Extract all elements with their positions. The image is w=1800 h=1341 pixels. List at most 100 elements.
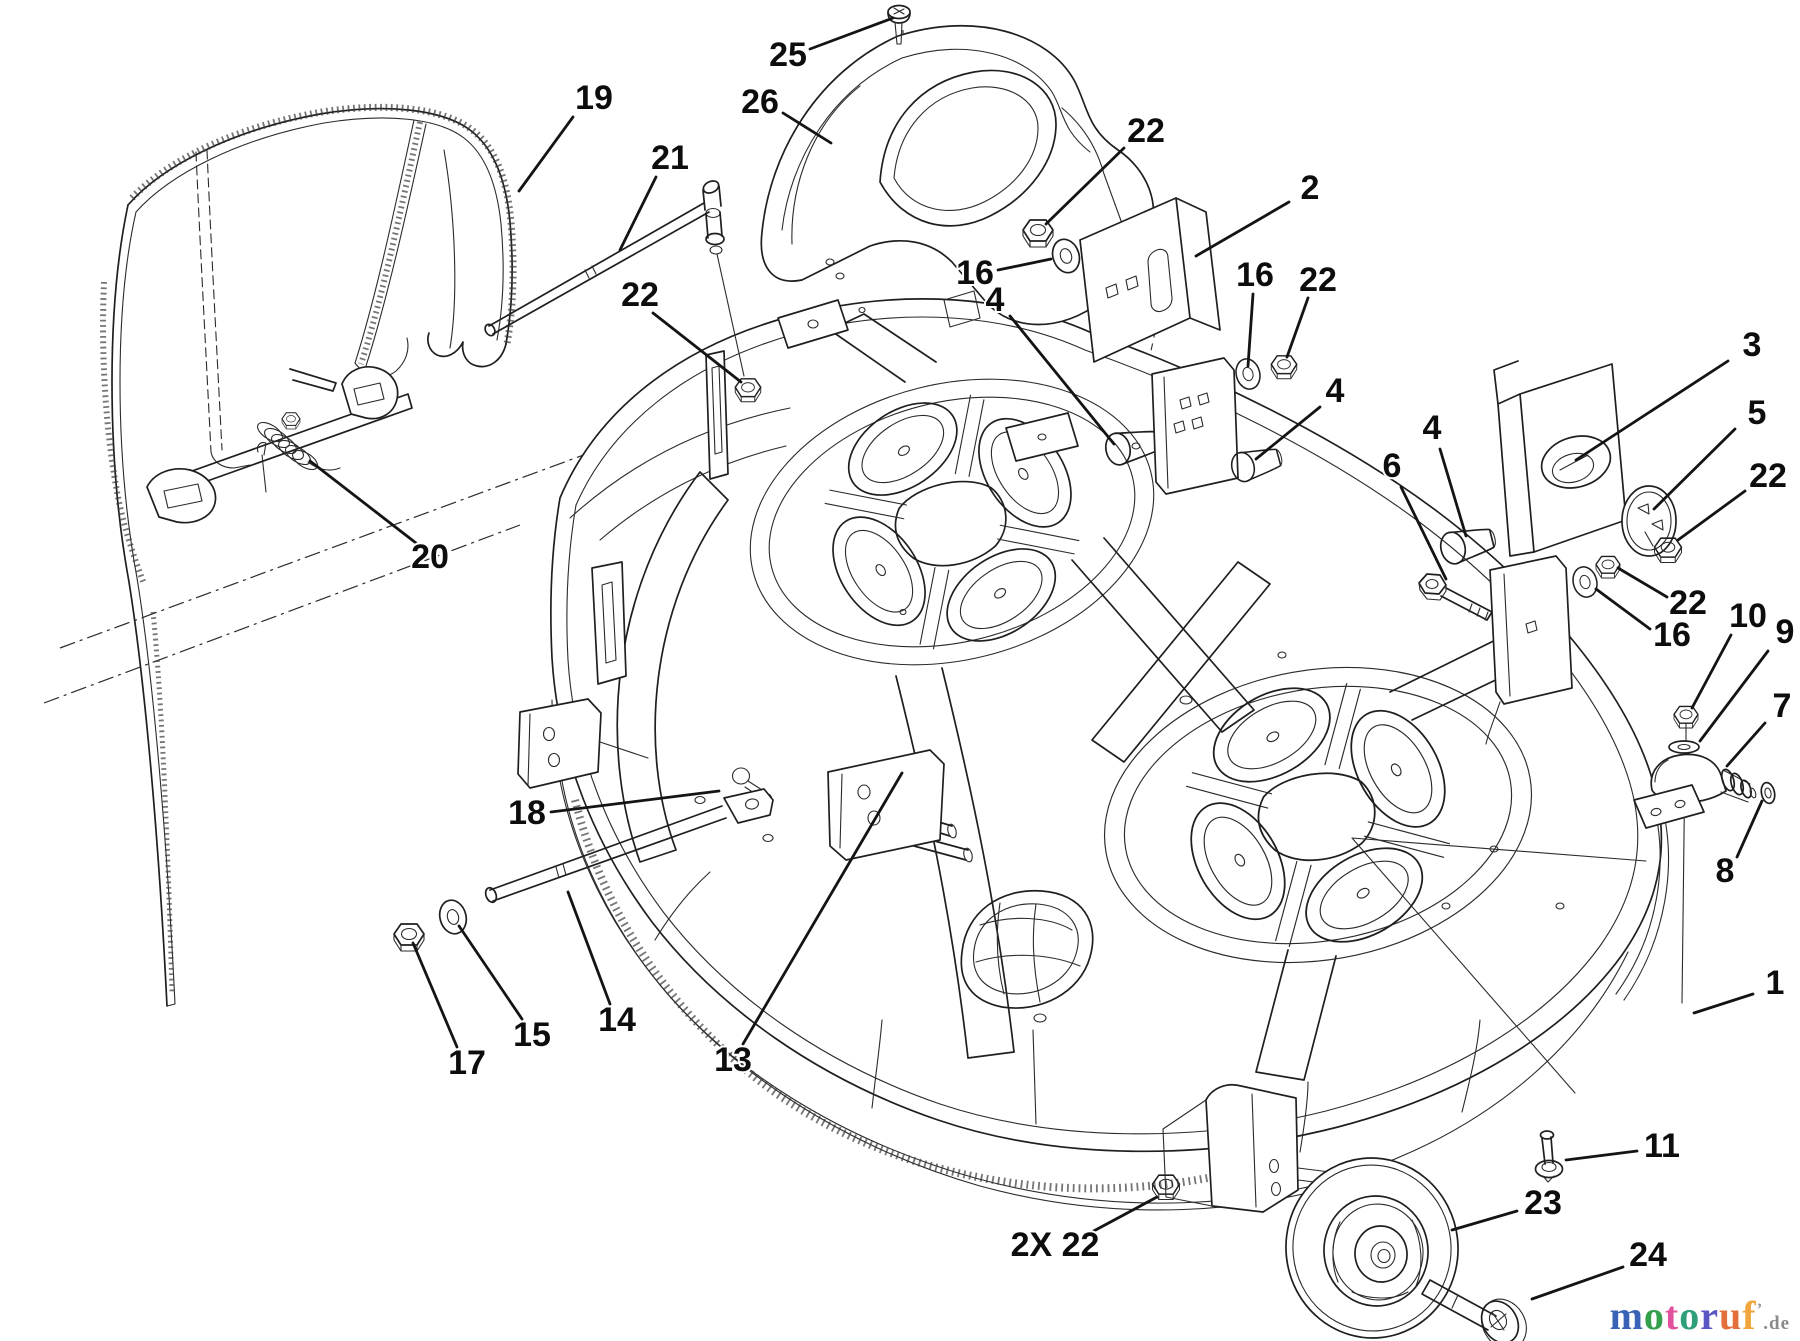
leader-line-28 xyxy=(1088,1195,1159,1235)
leader-line-24 xyxy=(1692,992,1755,1015)
deck-rolled-edge-hatch xyxy=(571,799,1219,1193)
watermark-letter-6: f xyxy=(1742,1293,1757,1338)
leader-line-9 xyxy=(1008,314,1116,446)
callout-22-6: 22 xyxy=(1127,112,1165,150)
pivot-spring-assembly-part20 xyxy=(146,366,413,524)
watermark-mark: ’ xyxy=(1756,1299,1764,1319)
leader-line-32 xyxy=(411,941,459,1049)
leader-line-15 xyxy=(1676,489,1747,542)
nut-22-b xyxy=(1270,355,1298,380)
callout-9-21: 9 xyxy=(1776,613,1795,651)
washer-part9 xyxy=(1668,740,1700,754)
bracket-part2-lower xyxy=(1102,355,1298,495)
callout-21-3: 21 xyxy=(651,139,689,177)
leader-line-12 xyxy=(1254,405,1322,461)
screw-part25 xyxy=(887,4,911,45)
hanger-pin xyxy=(256,442,267,493)
leader-line-23 xyxy=(1735,799,1764,859)
leader-line-7 xyxy=(1194,200,1291,258)
callout-22-15: 22 xyxy=(1749,457,1787,495)
bolt-part11 xyxy=(1534,1130,1564,1183)
watermark-logo: motoruf’.de xyxy=(1610,1292,1790,1339)
deck-skirt-edge-2 xyxy=(555,729,1381,1211)
callout-2-7: 2 xyxy=(1301,169,1320,207)
callout-1-24: 1 xyxy=(1766,964,1785,1002)
callout-4-9: 4 xyxy=(986,281,1005,319)
leader-line-27 xyxy=(1530,1265,1625,1301)
leader-line-14 xyxy=(1652,427,1737,511)
leader-line-8 xyxy=(996,257,1053,272)
axle-bolt-part24 xyxy=(1421,1279,1527,1341)
deck-shell-part1 xyxy=(517,298,1669,1211)
callout-20-5: 20 xyxy=(411,538,449,576)
nut-22-d xyxy=(1595,555,1621,579)
leader-line-5 xyxy=(308,459,418,545)
callout-25-1: 25 xyxy=(769,36,807,74)
watermark-letter-1: o xyxy=(1643,1293,1665,1338)
callout-19-0: 19 xyxy=(575,79,613,117)
callout-16-8: 16 xyxy=(956,254,994,292)
callout-23-26: 23 xyxy=(1524,1184,1562,1222)
leader-line-18 xyxy=(1616,566,1669,599)
leader-line-33 xyxy=(549,789,721,814)
callout-5-14: 5 xyxy=(1748,394,1767,432)
clip-right xyxy=(341,366,399,420)
centerline-short xyxy=(43,524,521,704)
bracket-3-lower-plate xyxy=(1489,555,1573,705)
leader-line-22 xyxy=(1725,721,1767,768)
watermark-letter-5: u xyxy=(1719,1293,1743,1338)
leader-line-4 xyxy=(651,311,743,384)
fork-prong xyxy=(289,368,337,392)
rod14-shaft xyxy=(489,805,727,902)
callout-15-31: 15 xyxy=(513,1016,551,1054)
cover-part26 xyxy=(760,24,1155,328)
callout-16-10: 16 xyxy=(1236,256,1274,294)
leader-line-6 xyxy=(1044,146,1126,226)
callout-16-19: 16 xyxy=(1653,616,1691,654)
leader-line-16 xyxy=(1438,447,1468,538)
leader-line-13 xyxy=(1574,359,1730,462)
leader-line-10 xyxy=(1246,292,1255,368)
clip-left xyxy=(146,468,217,524)
callout-11-25: 11 xyxy=(1644,1127,1680,1165)
deck-discharge-curves xyxy=(569,407,791,541)
leader-line-0 xyxy=(517,115,575,193)
callout-3-13: 3 xyxy=(1743,326,1762,364)
callout-10-20: 10 xyxy=(1729,597,1767,635)
deck-right-wedge-lines xyxy=(1351,837,1647,1094)
callout-6-17: 6 xyxy=(1383,447,1402,485)
leader-line-19 xyxy=(1594,587,1652,631)
callout-4-12: 4 xyxy=(1326,372,1345,410)
leader-line-29 xyxy=(741,771,904,1046)
washer-part15 xyxy=(435,896,471,938)
deck-seams xyxy=(654,871,1481,1153)
callout-17-32: 17 xyxy=(448,1044,486,1082)
callout-24-27: 24 xyxy=(1629,1236,1667,1274)
leader-line-21 xyxy=(1698,649,1770,743)
wheel-part23 xyxy=(1285,1157,1459,1339)
leader-line-11 xyxy=(1285,296,1310,359)
deck-grip-recess xyxy=(960,889,1094,1009)
callout-8-23: 8 xyxy=(1716,852,1735,890)
leader-line-25 xyxy=(1564,1149,1639,1162)
watermark-letter-4: r xyxy=(1700,1293,1719,1338)
rod14-clevis xyxy=(723,788,774,824)
leader-line-31 xyxy=(457,924,524,1021)
leader-line-26 xyxy=(1450,1209,1519,1232)
elbow-part7 xyxy=(1633,753,1757,829)
callout-7-22: 7 xyxy=(1773,687,1792,725)
deck-edge-brackets xyxy=(517,299,1079,789)
leader-line-1 xyxy=(808,16,895,51)
bar-nut xyxy=(281,412,301,430)
watermark-letter-3: o xyxy=(1679,1293,1701,1338)
callout-4-16: 4 xyxy=(1423,409,1442,447)
callout-26-2: 26 xyxy=(741,83,779,121)
bracket-part2-upper xyxy=(1022,197,1221,363)
leader-line-2 xyxy=(781,111,833,145)
rod21-shaft xyxy=(488,202,710,335)
rod-assembly-part14 xyxy=(393,788,774,952)
wheel-bracket xyxy=(1205,1083,1299,1213)
